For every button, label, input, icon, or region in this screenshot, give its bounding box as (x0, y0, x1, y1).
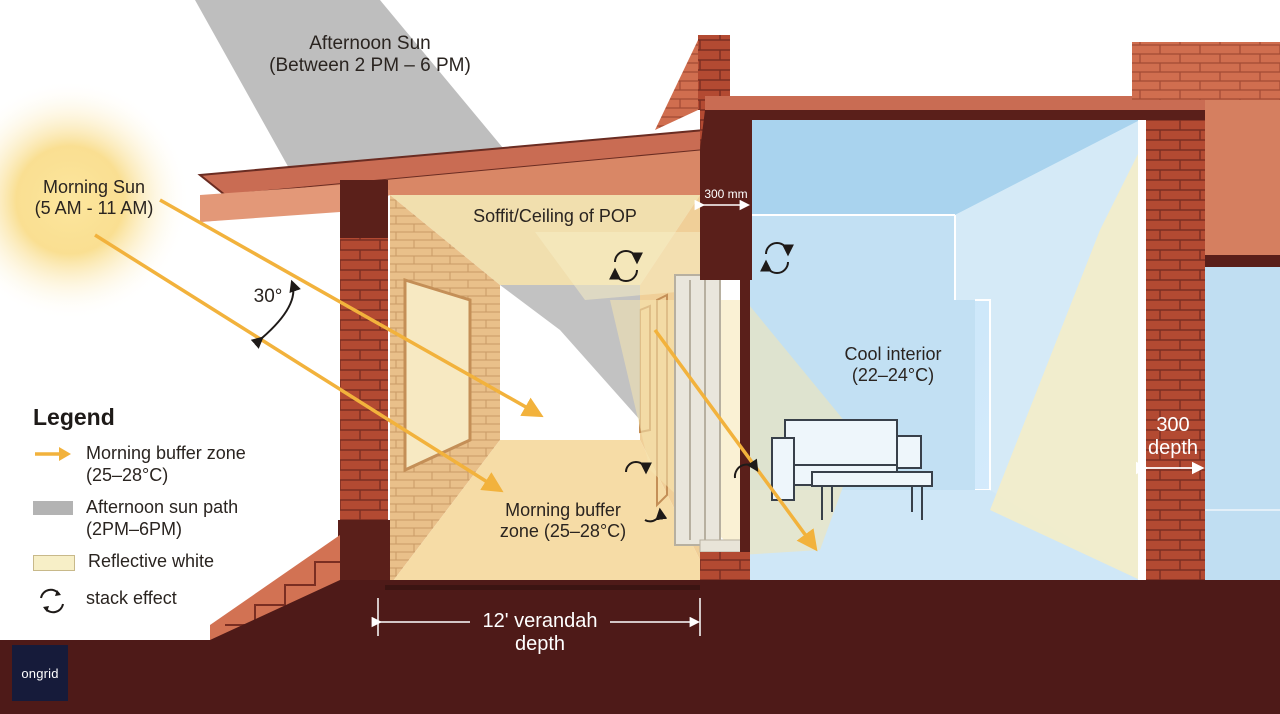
angle-arc (250, 279, 301, 349)
reflective-beam-floor (610, 300, 860, 555)
stack-effect-icons (609, 242, 794, 523)
right-depth-label: 300 depth (1147, 414, 1199, 459)
legend: Legend Morning buffer zone (25–28°C) Aft… (33, 404, 293, 625)
legend-item-afternoon-path: Afternoon sun path (2PM–6PM) (33, 497, 293, 549)
verandah-floor (390, 440, 700, 585)
overhang-dimension-label: 300 mm (704, 187, 748, 201)
sun-ray-3 (653, 328, 818, 552)
coffee-table (811, 471, 933, 520)
cool-interior-label: Cool interior (22–24°C) (844, 344, 942, 385)
grey-swatch-icon (33, 501, 73, 515)
ground (0, 580, 1280, 714)
reflective-swatch-icon (33, 555, 75, 571)
legend-item-stack-effect: stack effect (33, 588, 293, 623)
buffer-zone-label: Morning buffer zone (25–28°C) (499, 500, 627, 541)
soffit-label: Soffit/Ceiling of POP (473, 206, 637, 226)
reflective-beam-room (990, 150, 1140, 580)
morning-sun-glow (0, 80, 190, 320)
room-floor (745, 490, 1140, 580)
right-wall (1143, 120, 1205, 580)
stack-effect-icon (33, 588, 73, 614)
legend-title: Legend (33, 404, 115, 430)
legend-item-morning-buffer: Morning buffer zone (25–28°C) (33, 443, 293, 495)
angle-label: 30° (253, 286, 283, 307)
sun-arrow-icon (33, 443, 73, 465)
morning-sun-label: Morning Sun (5 AM - 11 AM) (34, 177, 154, 218)
sun-ray-2 (94, 233, 504, 493)
afternoon-sun-label: Afternoon Sun (Between 2 PM – 6 PM) (269, 33, 471, 76)
ongrid-logo: ongrid (12, 645, 68, 701)
verandah-depth-label: 12' verandah depth (482, 610, 598, 655)
legend-item-reflective-white: Reflective white (33, 551, 293, 586)
next-room (1205, 267, 1280, 580)
room-ceiling (745, 120, 1140, 215)
sun-ray-1 (159, 198, 544, 418)
